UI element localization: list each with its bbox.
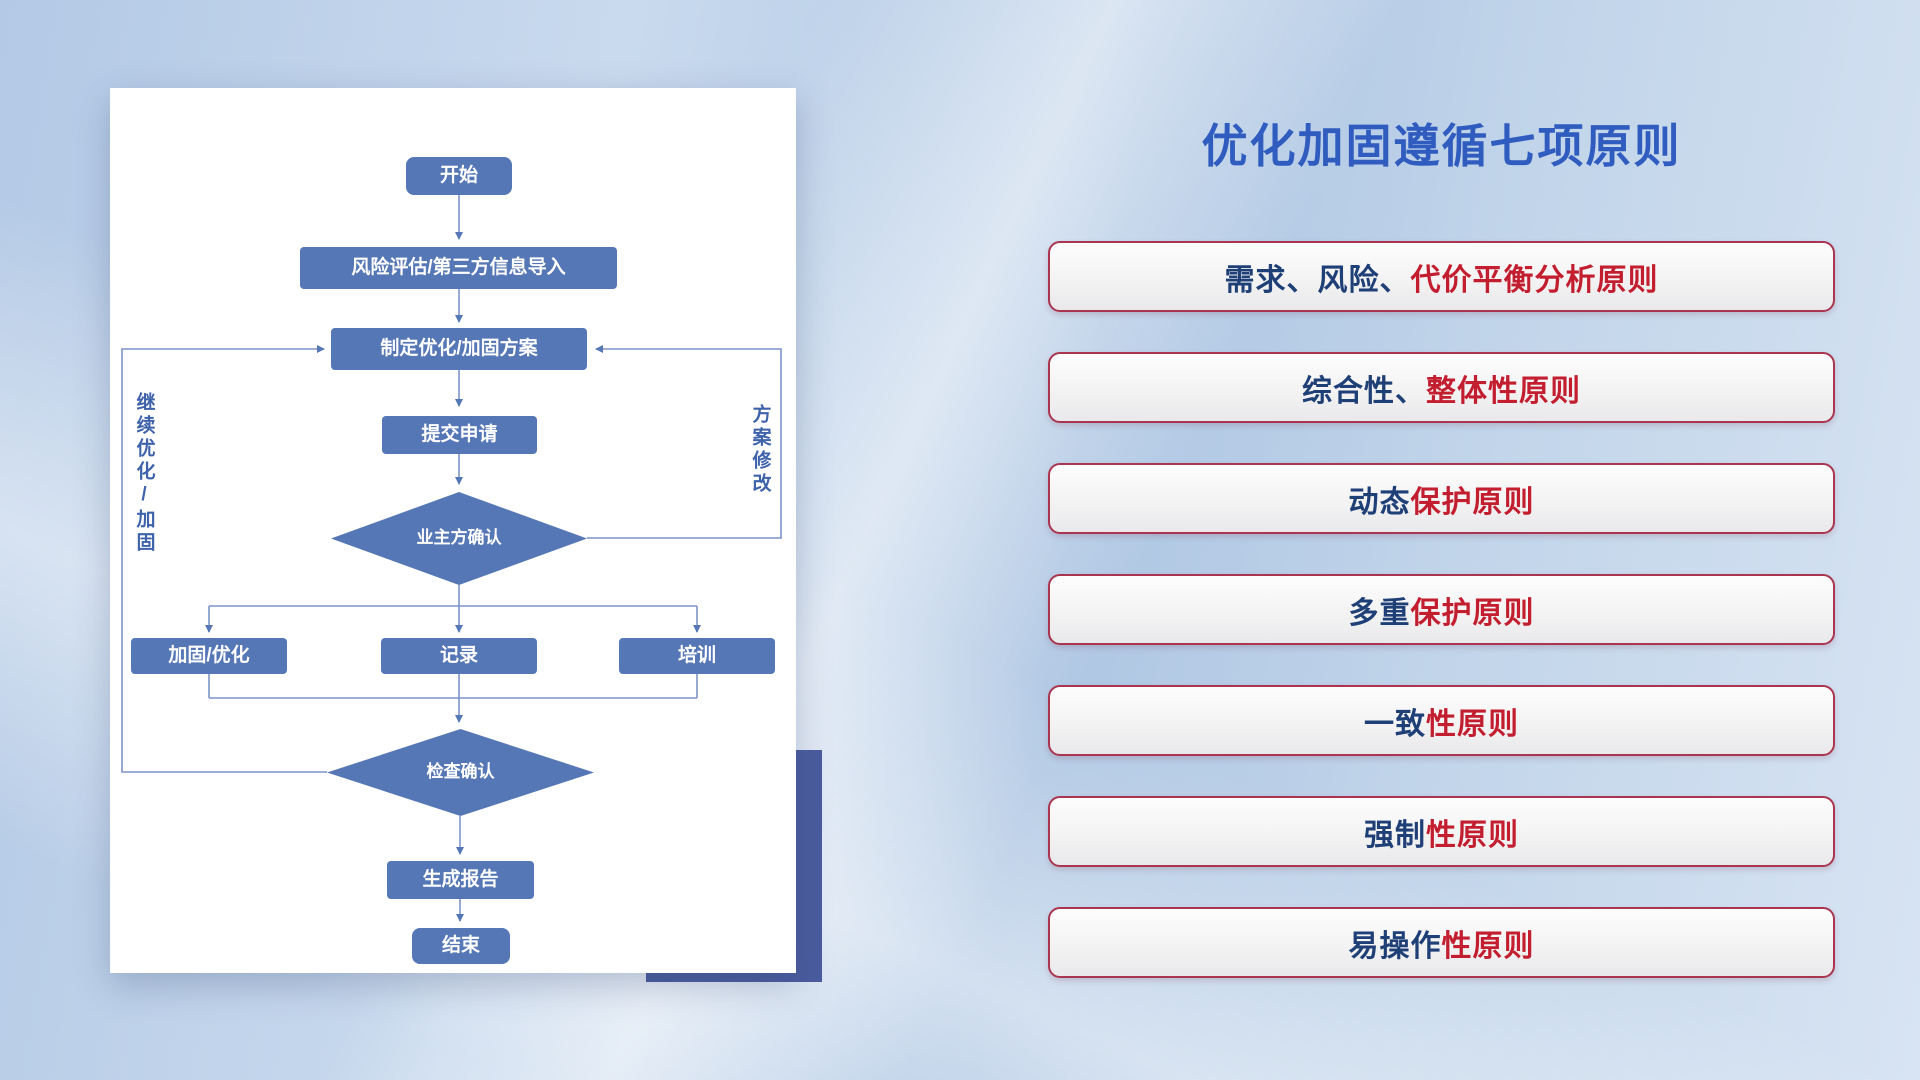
flow-label-plan-revision: 方案修改 — [749, 404, 771, 496]
principle-5-text-red: 性原则 — [1426, 707, 1519, 741]
flow-node-make-plan: 制定优化/加固方案 — [331, 328, 587, 370]
principle-item-3: 动态保护原则 — [1048, 463, 1835, 534]
principle-2-text-red: 整体性原则 — [1426, 374, 1581, 408]
principle-item-6: 强制性原则 — [1048, 796, 1835, 867]
principle-5-text-navy: 一致 — [1364, 707, 1426, 741]
flowchart-connectors — [121, 195, 782, 922]
principle-7-text-red: 性原则 — [1441, 929, 1535, 963]
principle-3-text-navy: 动态 — [1348, 485, 1411, 519]
principle-item-4: 多重保护原则 — [1048, 574, 1835, 645]
flow-label-continue-loop: 继续优化/加固 — [133, 391, 155, 555]
principle-6-text-red: 性原则 — [1426, 818, 1519, 852]
principle-1-text-navy: 需求、风险、 — [1224, 263, 1411, 297]
principle-item-2: 综合性、整体性原则 — [1048, 352, 1835, 423]
principles-panel: 优化加固遵循七项原则 需求、风险、代价平衡分析原则 综合性、整体性原则 动态保护… — [1048, 0, 1835, 1080]
flow-node-submit: 提交申请 — [382, 416, 537, 454]
flow-node-record: 记录 — [381, 638, 537, 674]
flowchart-card: 开始 风险评估/第三方信息导入 制定优化/加固方案 提交申请 业主方确认 加固/… — [110, 88, 796, 973]
principle-item-5: 一致性原则 — [1048, 685, 1835, 756]
principle-3-text-red: 保护原则 — [1410, 485, 1535, 519]
flow-node-end: 结束 — [412, 928, 510, 964]
panel-title: 优化加固遵循七项原则 — [1201, 120, 1682, 172]
principle-6-text-navy: 强制 — [1364, 818, 1426, 852]
principles-list: 需求、风险、代价平衡分析原则 综合性、整体性原则 动态保护原则 多重保护原则 一… — [1048, 241, 1835, 978]
flow-node-report: 生成报告 — [387, 861, 534, 899]
principle-4-text-red: 保护原则 — [1410, 596, 1535, 630]
flow-node-reinforce: 加固/优化 — [131, 638, 287, 674]
flow-node-risk-import: 风险评估/第三方信息导入 — [300, 247, 617, 289]
principle-7-text-navy: 易操作 — [1348, 929, 1442, 963]
principle-item-7: 易操作性原则 — [1048, 907, 1835, 978]
principle-4-text-navy: 多重 — [1348, 596, 1411, 630]
principle-2-text-navy: 综合性、 — [1302, 374, 1426, 408]
principle-1-text-red: 代价平衡分析原则 — [1410, 263, 1659, 297]
flow-node-start: 开始 — [406, 157, 512, 195]
flow-node-training: 培训 — [619, 638, 775, 674]
principle-item-1: 需求、风险、代价平衡分析原则 — [1048, 241, 1835, 312]
